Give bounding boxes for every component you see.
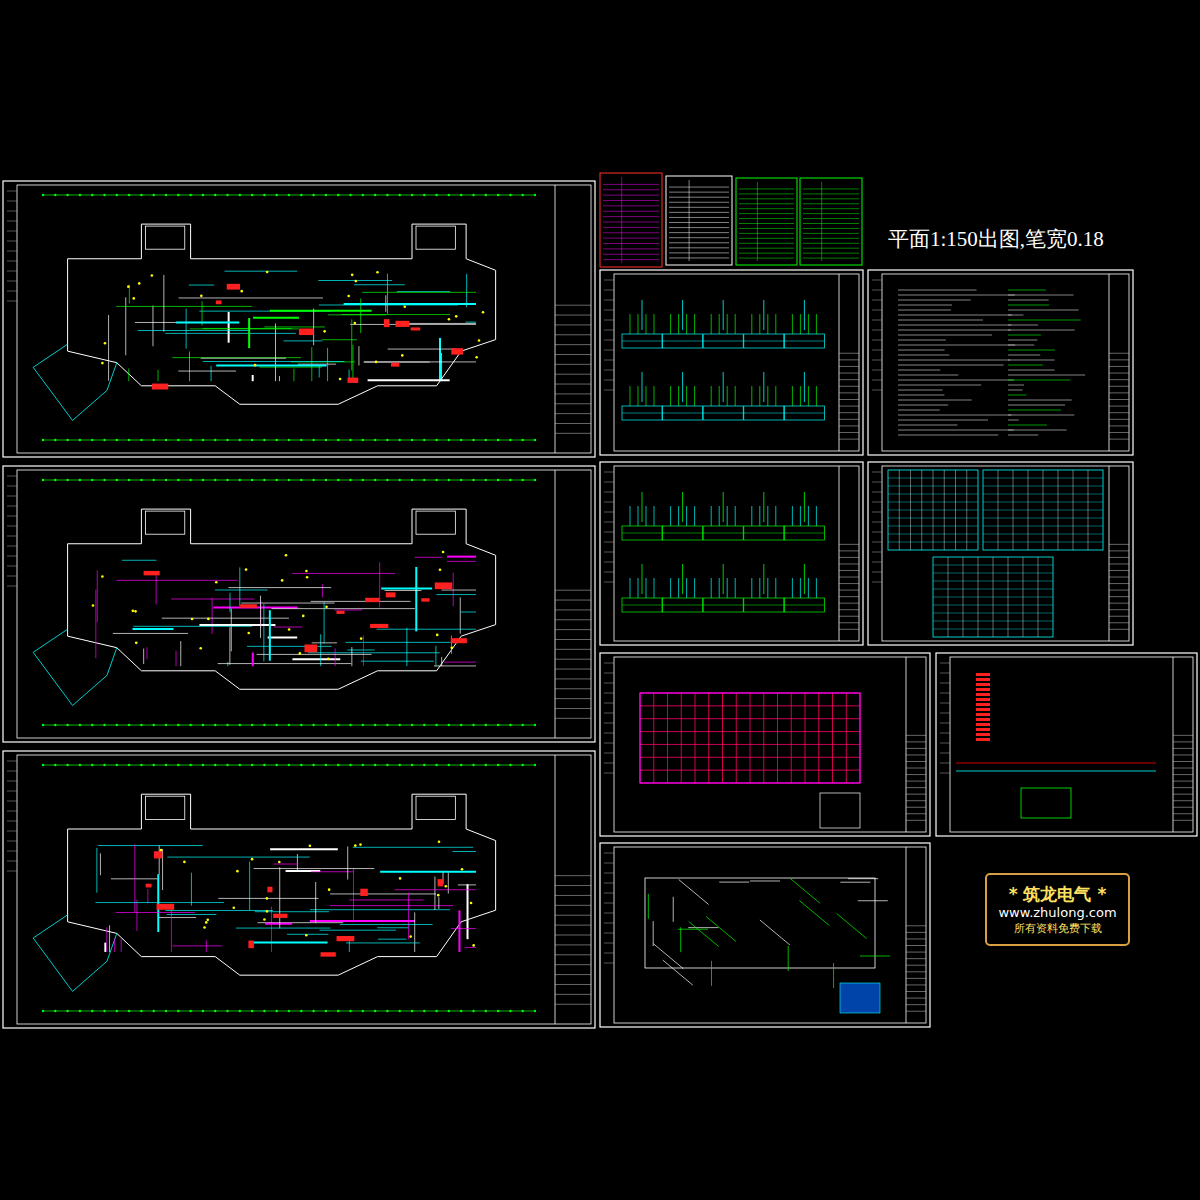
drawing-sheet	[868, 270, 1133, 455]
watermark-text: www.zhulong.com	[998, 905, 1116, 922]
schedule-table	[800, 178, 862, 265]
drawing-sheet	[3, 466, 595, 742]
drawing-sheet	[600, 653, 930, 836]
drawing-sheet	[3, 751, 595, 1028]
schedule-table	[600, 173, 662, 267]
schedule-table	[736, 178, 797, 265]
watermark-box: * 筑龙电气 *www.zhulong.com所有资料免费下载	[985, 873, 1130, 946]
drawing-sheet	[600, 462, 863, 645]
drawing-sheet	[3, 181, 595, 457]
watermark-text: 所有资料免费下载	[1014, 922, 1102, 936]
drawing-sheet	[600, 843, 930, 1027]
schedule-table	[666, 176, 732, 265]
plot-note: 平面1:150出图,笔宽0.18	[888, 225, 1104, 253]
drawing-sheet	[600, 270, 863, 455]
watermark-text: * 筑龙电气 *	[1009, 883, 1107, 905]
drawing-sheet	[936, 653, 1197, 836]
drawing-sheet	[868, 462, 1133, 645]
